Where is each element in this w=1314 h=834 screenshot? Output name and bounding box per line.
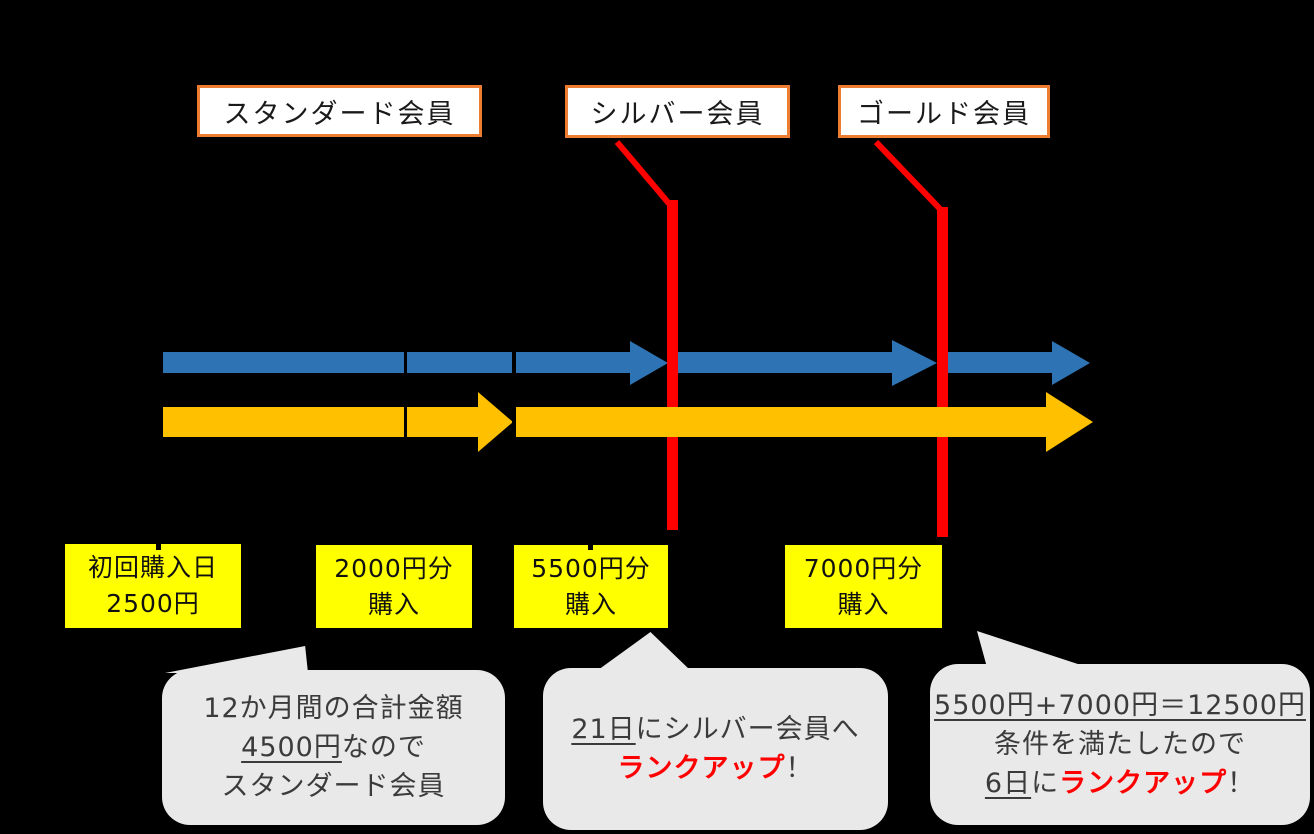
- timeline-tick-notch-1: [156, 544, 161, 550]
- rank-label-gold: ゴールド会員: [838, 85, 1050, 138]
- orange-timeline-arrow-1-shaft: [163, 407, 478, 437]
- orange-timeline-arrow-2-shaft: [516, 407, 1046, 437]
- callout-standard-line1: 12か月間の合計金額: [203, 693, 464, 724]
- timeline-tick-2: [512, 338, 516, 462]
- purchase-event-first-line2: 2500円: [106, 589, 200, 618]
- orange-timeline-arrow-1-head: [478, 392, 513, 452]
- callout-gold-rankup-text: ランクアップ: [1059, 768, 1228, 799]
- timeline-tick-1: [404, 338, 407, 462]
- rank-label-silver: シルバー会員: [565, 85, 790, 138]
- gold-connector-line: [873, 139, 945, 214]
- blue-timeline-arrow-2-head: [892, 340, 937, 386]
- callout-silver-tail: [598, 632, 690, 670]
- purchase-event-7000-line1: 7000円分: [803, 553, 924, 583]
- purchase-event-7000-line2: 購入: [837, 589, 890, 619]
- blue-timeline-arrow-3-shaft: [948, 352, 1052, 373]
- callout-standard-line2-rest: なので: [341, 732, 426, 763]
- callout-gold-tail: [977, 631, 1090, 668]
- callout-standard-line2: 4500円なので: [241, 728, 426, 767]
- blue-timeline-arrow-1-shaft: [163, 352, 630, 373]
- callout-silver-line2: ランクアップ！: [618, 749, 814, 788]
- rank-label-standard-text: スタンダード会員: [223, 98, 456, 130]
- callout-silver-rankup-text: ランクアップ: [617, 753, 786, 784]
- callout-standard-line3: スタンダード会員: [221, 771, 446, 802]
- purchase-event-5500-line1: 5500円分: [531, 553, 651, 583]
- purchase-event-2000-line2: 購入: [367, 589, 420, 619]
- callout-silver-exclamation: ！: [785, 753, 814, 784]
- rank-label-standard: スタンダード会員: [197, 85, 482, 137]
- callout-standard-tail: [165, 646, 308, 673]
- timeline-tick-notch-2: [588, 544, 593, 550]
- callout-silver-line1: 21日にシルバー会員へ: [571, 710, 859, 749]
- callout-gold-line3: 6日にランクアップ！: [985, 764, 1255, 803]
- gold-rankup-divider-bar: [937, 207, 948, 537]
- callout-gold-line1: 5500円+7000円＝12500円: [934, 686, 1306, 725]
- callout-gold-line2: 条件を満たしたので: [994, 729, 1246, 760]
- callout-silver-date-underlined: 21日: [571, 714, 636, 745]
- blue-timeline-arrow-1-head: [630, 341, 668, 385]
- purchase-event-box-2000: 2000円分 購入: [316, 545, 472, 628]
- purchase-event-box-5500: 5500円分 購入: [514, 545, 668, 628]
- silver-rankup-divider-bar: [667, 200, 678, 530]
- silver-connector-line: [614, 140, 674, 208]
- callout-standard: 12か月間の合計金額 4500円なので スタンダード会員: [162, 670, 505, 825]
- callout-standard-amount-underlined: 4500円: [241, 732, 342, 763]
- blue-timeline-arrow-3-head: [1052, 341, 1090, 385]
- rank-label-silver-text: シルバー会員: [590, 99, 765, 130]
- callout-gold-exclamation: ！: [1227, 768, 1256, 799]
- callout-silver-line1-rest: にシルバー会員へ: [635, 714, 860, 745]
- callout-silver: 21日にシルバー会員へ ランクアップ！: [543, 668, 888, 830]
- purchase-event-5500-line2: 購入: [564, 589, 617, 619]
- purchase-event-first-line1: 初回購入日: [87, 553, 218, 582]
- orange-timeline-arrow-2-head: [1046, 392, 1093, 452]
- callout-gold: 5500円+7000円＝12500円 条件を満たしたので 6日にランクアップ！: [930, 664, 1310, 825]
- blue-timeline-arrow-2-shaft: [678, 352, 892, 373]
- purchase-event-2000-line1: 2000円分: [334, 553, 454, 583]
- purchase-event-box-first: 初回購入日 2500円: [65, 544, 241, 628]
- callout-gold-sum-underlined: 5500円+7000円＝12500円: [934, 690, 1306, 721]
- callout-gold-line3-mid: に: [1031, 768, 1060, 799]
- callout-gold-date-underlined: 6日: [984, 768, 1032, 799]
- rank-label-gold-text: ゴールド会員: [857, 99, 1031, 130]
- purchase-event-box-7000: 7000円分 購入: [785, 545, 942, 628]
